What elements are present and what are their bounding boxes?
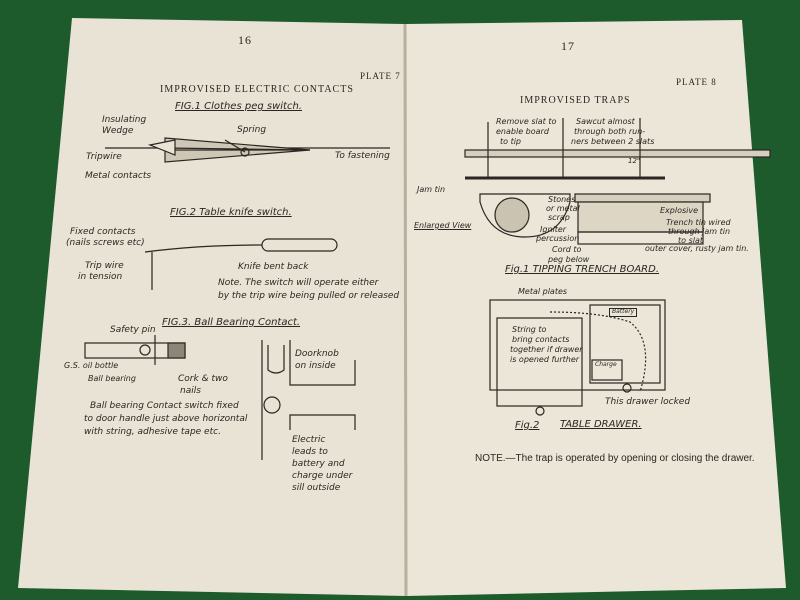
label-doorknob: Doorknob bbox=[295, 349, 339, 359]
table-drawer-caption-prefix: Fig.2 bbox=[515, 420, 540, 431]
leads-4: charge under bbox=[292, 471, 353, 481]
trench-3: to slat bbox=[678, 236, 704, 245]
label-safety-pin: Safety pin bbox=[110, 325, 156, 335]
label-nails-screws: (nails screws etc) bbox=[66, 238, 145, 248]
left-page bbox=[18, 18, 406, 596]
label-battery: Battery bbox=[609, 308, 638, 317]
table-drawer-caption: TABLE DRAWER. bbox=[560, 419, 642, 430]
fig3-desc-3: with string, adhesive tape etc. bbox=[84, 427, 221, 437]
label-jam-tin: Jam tin bbox=[417, 185, 446, 194]
string-2: bring contacts bbox=[512, 335, 570, 344]
right-page bbox=[405, 20, 786, 596]
label-drawer-locked: This drawer locked bbox=[605, 397, 691, 407]
stones-2: or metal bbox=[546, 204, 580, 213]
trench-board-caption: Fig.1 TIPPING TRENCH BOARD. bbox=[505, 264, 660, 275]
label-nails: nails bbox=[180, 386, 201, 396]
label-to-fastening: To fastening bbox=[335, 151, 390, 161]
trap-note: NOTE.—The trap is operated by opening or… bbox=[475, 453, 755, 464]
leads-1: Electric bbox=[292, 435, 326, 445]
label-trip-wire: Trip wire bbox=[85, 261, 124, 271]
label-knife-bent-back: Knife bent back bbox=[238, 262, 309, 272]
label-in-tension: in tension bbox=[78, 272, 123, 282]
sawcut-1: Sawcut almost bbox=[576, 117, 635, 126]
plate-label-left: PLATE 7 bbox=[360, 71, 401, 81]
label-enlarged-view: Enlarged View bbox=[414, 221, 472, 230]
ball-bearing-drawing bbox=[84, 335, 356, 460]
stones-3: scrap bbox=[548, 213, 570, 222]
label-on-inside: on inside bbox=[295, 361, 336, 371]
label-outer-cover: outer cover, rusty jam tin. bbox=[645, 244, 749, 253]
left-page-title: IMPROVISED ELECTRIC CONTACTS bbox=[160, 84, 354, 95]
fig2-caption: FIG.2 Table knife switch. bbox=[170, 207, 292, 218]
label-charge: Charge bbox=[595, 361, 617, 368]
fig3-desc-2: to door handle just above horizontal bbox=[84, 414, 248, 424]
label-explosive: Explosive bbox=[660, 206, 699, 215]
page-number-left: 16 bbox=[238, 33, 252, 47]
table-knife-drawing bbox=[144, 238, 338, 290]
remove-3: to tip bbox=[500, 137, 522, 146]
cord-1: Cord to bbox=[552, 245, 582, 254]
cord-2: peg below bbox=[548, 255, 590, 264]
label-ball-bearing: Ball bearing bbox=[88, 374, 136, 383]
stones-1: Stones bbox=[548, 195, 576, 204]
remove-1: Remove slat to bbox=[496, 117, 557, 126]
leads-2: leads to bbox=[292, 447, 328, 457]
plate-label-right: PLATE 8 bbox=[676, 77, 717, 87]
label-insulating: Insulating bbox=[102, 115, 147, 125]
label-spring: Spring bbox=[237, 125, 267, 135]
string-1: String to bbox=[512, 325, 547, 334]
trench-2: through jam tin bbox=[668, 227, 731, 236]
spine-fold bbox=[403, 23, 408, 597]
igniter-1: Igniter bbox=[540, 225, 567, 234]
fig1-caption: FIG.1 Clothes peg switch. bbox=[175, 101, 302, 112]
leads-5: sill outside bbox=[292, 483, 341, 493]
spacing-label: 12" bbox=[628, 157, 641, 165]
label-tripwire: Tripwire bbox=[86, 152, 122, 162]
label-cork-two: Cork & two bbox=[178, 374, 228, 384]
remove-2: enable board bbox=[496, 127, 549, 136]
sawcut-2: through both run- bbox=[574, 127, 646, 136]
trench-1: Trench tin wired bbox=[666, 218, 731, 227]
table-drawer-drawing bbox=[489, 299, 666, 416]
trench-board-drawing bbox=[464, 118, 771, 245]
fig2-note-line2: by the trip wire being pulled or release… bbox=[218, 291, 400, 301]
fig3-desc-1: Ball bearing Contact switch fixed bbox=[90, 401, 239, 411]
label-metal-contacts: Metal contacts bbox=[85, 171, 152, 181]
label-wedge: Wedge bbox=[102, 126, 134, 136]
string-4: is opened further bbox=[510, 355, 580, 364]
igniter-2: percussion bbox=[536, 234, 580, 243]
fig3-caption: FIG.3. Ball Bearing Contact. bbox=[162, 317, 301, 328]
leads-3: battery and bbox=[292, 459, 345, 469]
fig2-note-line1: Note. The switch will operate either bbox=[218, 278, 379, 288]
clothes-peg-drawing bbox=[105, 137, 390, 163]
label-fixed-contacts: Fixed contacts bbox=[70, 227, 136, 237]
string-3: together if drawer bbox=[510, 345, 583, 354]
sawcut-3: ners between 2 slats bbox=[571, 137, 655, 146]
page-number-right: 17 bbox=[561, 39, 575, 53]
label-oil-bottle: G.S. oil bottle bbox=[64, 361, 119, 370]
label-metal-plates: Metal plates bbox=[518, 287, 568, 296]
right-page-title: IMPROVISED TRAPS bbox=[520, 95, 631, 106]
